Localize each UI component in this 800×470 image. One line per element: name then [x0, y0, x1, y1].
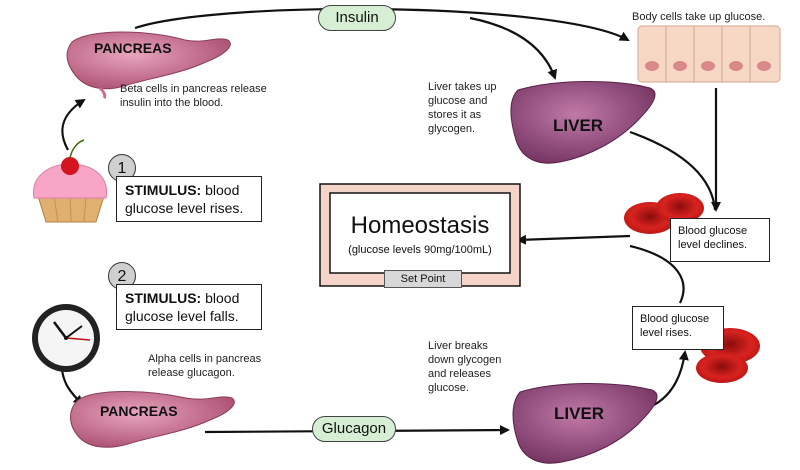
arrow-to-homeostasis-top	[516, 234, 631, 245]
arrow-stim1-to-pancreas	[61, 98, 86, 151]
stimulus-2-box: STIMULUS: blood glucose level falls.	[116, 284, 262, 330]
clock-illustration	[32, 304, 100, 372]
liver-bottom-caption: Liver breaks down glycogen and releases …	[428, 340, 502, 394]
pancreas-bottom-caption: Alpha cells in pancreas release glucagon…	[148, 353, 262, 379]
stimulus-2-bold: STIMULUS:	[125, 290, 202, 306]
arrow-rises-to-homeostasis	[629, 244, 685, 304]
stimulus-1-box: STIMULUS: blood glucose level rises.	[116, 176, 262, 222]
liver-top-illustration	[510, 81, 656, 164]
rises-line1: Blood glucose	[640, 313, 710, 325]
rises-line2: level rises.	[640, 327, 692, 339]
liver-bottom-illustration	[512, 383, 658, 464]
arrow-liver-to-declines	[629, 130, 717, 211]
homeostasis-title: Homeostasis	[350, 212, 490, 239]
stimulus-1-bold: STIMULUS:	[125, 182, 202, 198]
body-cells-caption: Body cells take up glucose.	[632, 11, 766, 23]
declines-line2: level declines.	[678, 239, 748, 251]
cupcake-illustration	[33, 139, 108, 223]
insulin-label: Insulin	[318, 5, 396, 31]
pancreas-top-caption: Beta cells in pancreas release insulin i…	[120, 83, 267, 109]
liver-top-label: LIVER	[553, 116, 604, 135]
red-blood-cells-top	[624, 193, 704, 234]
pancreas-top-label: PANCREAS	[94, 40, 172, 56]
stimulus-1-text2: glucose level rises.	[125, 200, 244, 216]
pancreas-top-illustration	[66, 31, 231, 100]
declines-box: Blood glucose level declines.	[670, 218, 770, 262]
stimulus-1-text1: blood	[205, 182, 240, 198]
stimulus-2-text2: glucose level falls.	[125, 308, 239, 324]
set-point-label: Set Point	[384, 270, 462, 288]
body-cells-illustration	[637, 25, 781, 83]
liver-bottom-label: LIVER	[554, 404, 605, 423]
pancreas-bottom-label: PANCREAS	[100, 403, 178, 419]
homeostasis-frame	[319, 183, 521, 287]
pancreas-bottom-illustration	[70, 391, 235, 448]
glucagon-label: Glucagon	[312, 416, 396, 442]
arrow-insulin-to-liver	[469, 16, 558, 80]
rises-box: Blood glucose level rises.	[632, 306, 724, 350]
declines-line1: Blood glucose	[678, 225, 748, 237]
homeostasis-subtitle: (glucose levels 90mg/100mL)	[348, 244, 492, 256]
liver-top-caption: Liver takes up glucose and stores it as …	[428, 81, 497, 135]
stimulus-2-text1: blood	[205, 290, 240, 306]
